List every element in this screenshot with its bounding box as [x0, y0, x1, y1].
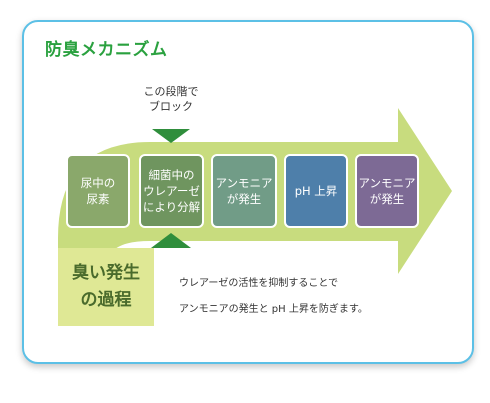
- step-text: アンモニア: [215, 176, 273, 190]
- block-marker-top-triangle: [152, 129, 190, 143]
- block-stage-callout: この段階で ブロック: [116, 84, 226, 114]
- step-text: 尿素: [86, 192, 110, 206]
- odor-process-label: 臭い発生 の過程: [58, 248, 154, 326]
- step-text: 尿中の: [80, 176, 116, 190]
- callout-line-2: ブロック: [149, 100, 193, 113]
- process-label-line-1: 臭い発生: [72, 263, 140, 283]
- step-text: アンモニア: [358, 176, 416, 190]
- step-ammonia-generation-2: アンモニア が発生: [355, 154, 419, 228]
- description-line-2: アンモニアの発生と pH 上昇を防ぎます。: [179, 304, 368, 315]
- step-urease-decomposition: 細菌中の ウレアーゼ により分解: [139, 154, 204, 228]
- step-text: pH 上昇: [294, 184, 338, 198]
- description-line-1: ウレアーゼの活性を抑制することで: [179, 278, 339, 289]
- step-ph-rise: pH 上昇: [284, 154, 348, 228]
- step-text: ウレアーゼ: [143, 184, 200, 198]
- step-urea-in-urine: 尿中の 尿素: [66, 154, 130, 228]
- callout-line-1: この段階で: [143, 85, 199, 98]
- step-text: が発生: [369, 192, 405, 206]
- step-text: が発生: [226, 192, 262, 206]
- process-label-line-2: の過程: [80, 290, 132, 310]
- step-text: 細菌中の: [148, 168, 195, 182]
- page-title: 防臭メカニズム: [45, 40, 168, 60]
- step-text: により分解: [142, 200, 201, 214]
- mechanism-description: ウレアーゼの活性を抑制することで アンモニアの発生と pH 上昇を防ぎます。: [179, 271, 368, 323]
- step-ammonia-generation-1: アンモニア が発生: [211, 154, 277, 228]
- block-marker-bottom-triangle: [151, 233, 191, 248]
